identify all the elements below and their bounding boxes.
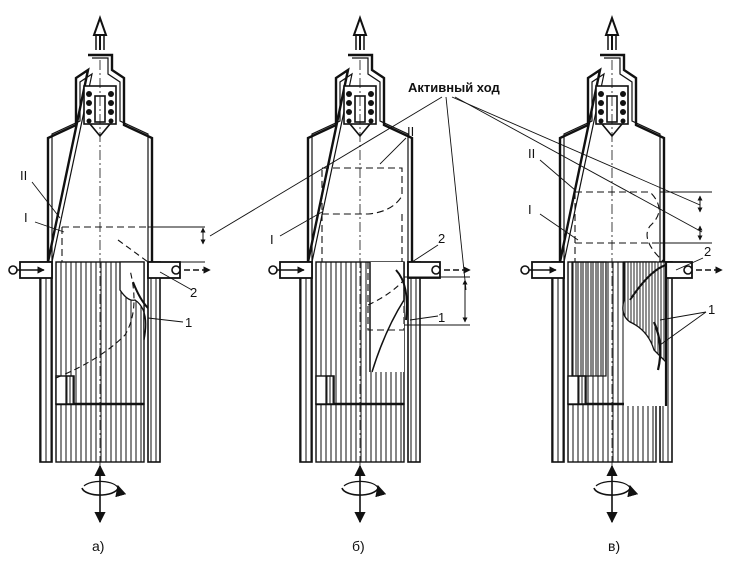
caption-b: б) bbox=[352, 538, 365, 554]
label-II-a: II bbox=[20, 168, 27, 183]
label-I-c: I bbox=[528, 202, 532, 217]
panel-a: II I 2 1 а) bbox=[9, 18, 210, 554]
label-2-c: 2 bbox=[704, 244, 711, 259]
label-2-a: 2 bbox=[190, 285, 197, 300]
panel-c: II I 2 1 в) bbox=[521, 18, 722, 554]
active-stroke-annotation: Активный ход bbox=[209, 80, 703, 291]
annotation-text: Активный ход bbox=[408, 80, 500, 95]
label-1-b: 1 bbox=[438, 310, 445, 325]
label-II-b: II bbox=[407, 124, 414, 139]
caption-c: в) bbox=[608, 538, 620, 554]
label-2-b: 2 bbox=[438, 231, 445, 246]
label-II-c: II bbox=[528, 146, 535, 161]
label-I-b: I bbox=[270, 232, 274, 247]
caption-a: а) bbox=[92, 538, 104, 554]
label-I-a: I bbox=[24, 210, 28, 225]
label-1-a: 1 bbox=[185, 315, 192, 330]
label-1-c: 1 bbox=[708, 302, 715, 317]
panel-b: II I 2 1 б) bbox=[269, 18, 470, 554]
